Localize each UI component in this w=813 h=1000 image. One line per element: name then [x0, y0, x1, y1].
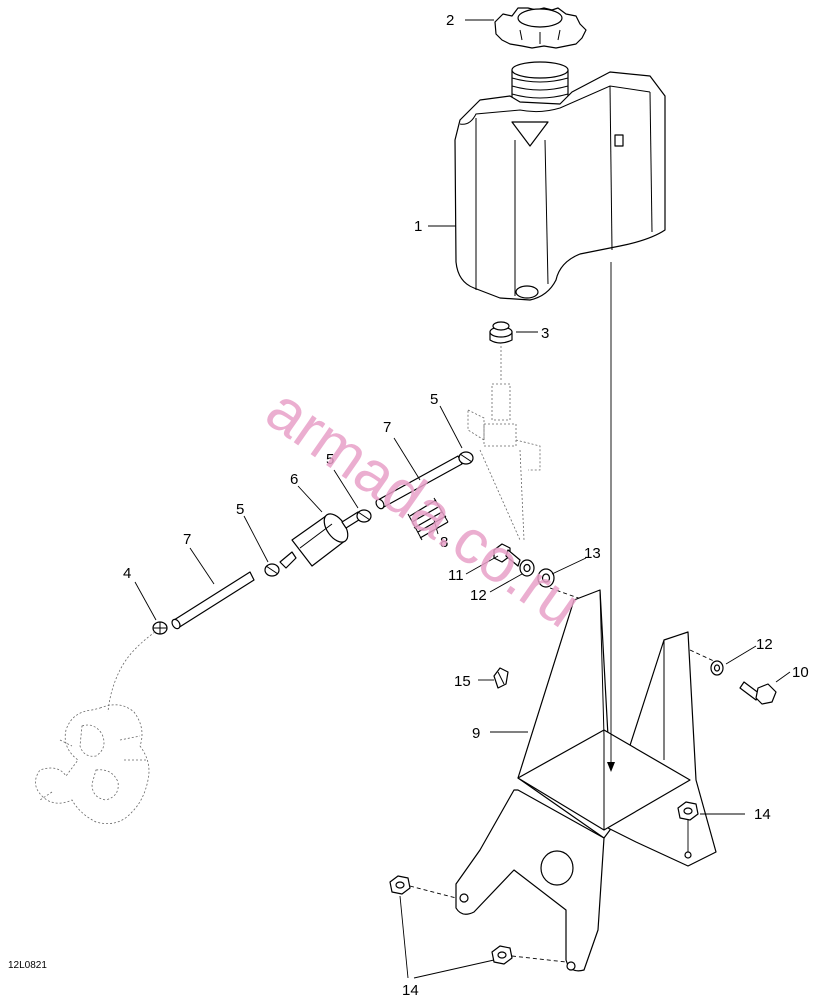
- figure-code: 12L0821: [8, 960, 47, 971]
- leader-lines: [134, 19, 791, 979]
- callout-4: 4: [123, 565, 131, 582]
- callout-9: 9: [472, 725, 480, 742]
- fuel-hose-7-lower: [171, 571, 255, 630]
- fuel-filter: [279, 511, 363, 569]
- callout-3: 3: [541, 325, 549, 342]
- callout-8: 8: [440, 534, 448, 551]
- callout-5-middle: 5: [326, 451, 334, 468]
- assembly-arrow: [607, 762, 615, 772]
- callout-15: 15: [454, 673, 471, 690]
- bolt-10: [739, 681, 777, 705]
- callout-2: 2: [446, 12, 454, 29]
- callout-12-upper: 12: [470, 587, 487, 604]
- assembly-line-10: [689, 649, 717, 663]
- callout-1: 1: [414, 218, 422, 235]
- callout-6: 6: [290, 471, 298, 488]
- callout-7-upper: 7: [383, 419, 391, 436]
- callout-5-right: 5: [430, 391, 438, 408]
- callout-5-left: 5: [236, 501, 244, 518]
- callout-12-right: 12: [756, 636, 773, 653]
- assembly-line-14-bottom: [511, 955, 567, 963]
- callout-14-right: 14: [754, 806, 771, 823]
- washer-12-right: [710, 660, 724, 676]
- nut-14-right: [677, 801, 699, 821]
- grommet: [489, 321, 513, 344]
- nut-14-left: [389, 875, 411, 895]
- hose-clamp-4: [152, 621, 168, 635]
- assembly-line-14-left: [409, 885, 457, 899]
- spring: [407, 497, 449, 541]
- callout-13: 13: [584, 545, 601, 562]
- callout-10: 10: [792, 664, 809, 681]
- hose-clamp-5-right: [458, 451, 474, 465]
- callout-11: 11: [448, 567, 464, 584]
- washer-12-upper: [519, 559, 535, 577]
- washer-13: [537, 568, 555, 588]
- filler-cap: [494, 7, 587, 49]
- fuel-valve-ghost: [467, 346, 541, 541]
- callout-14-bottom: 14: [402, 982, 419, 999]
- callout-7-lower: 7: [183, 531, 191, 548]
- fuel-hose-7-upper: [375, 455, 463, 510]
- mounting-bracket: [455, 589, 717, 972]
- hose-clamp-5-middle: [356, 509, 372, 523]
- carburetor-ghost: [35, 631, 156, 825]
- hose-clamp-5-left: [264, 563, 280, 577]
- watermark: armada.co.ru: [254, 375, 593, 641]
- fuel-tank: [454, 61, 666, 301]
- clip-15: [493, 667, 509, 689]
- nut-14-bottom: [491, 945, 513, 965]
